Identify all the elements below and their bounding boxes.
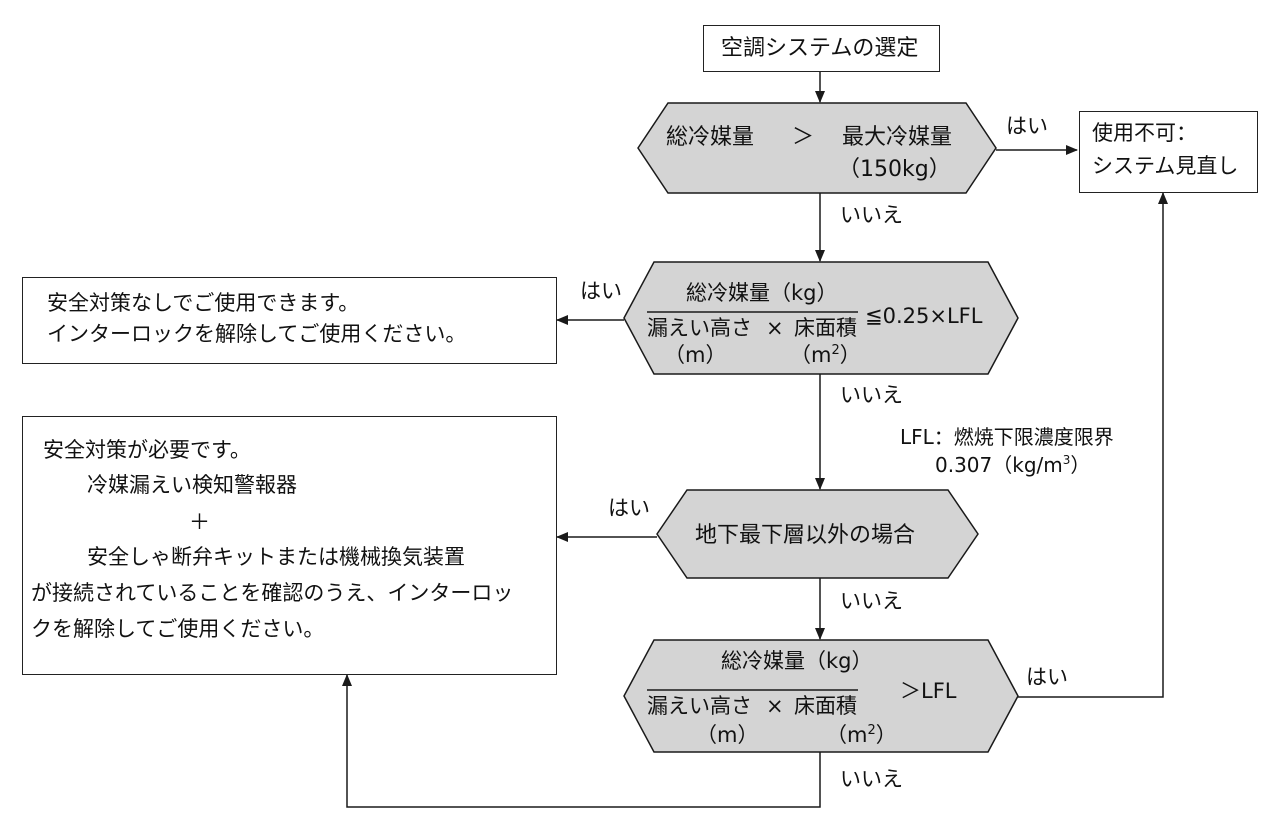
d2-numerator: 総冷媒量（kg） [686, 281, 838, 305]
d4-unit-left: （m） [696, 723, 758, 747]
label-no-d2: いいえ [840, 383, 903, 407]
decision-density-check [623, 261, 1019, 375]
d4-denominator-right: 床面積 [794, 694, 857, 718]
lfl-note-line2: 0.307（kg/m3） [935, 453, 1090, 477]
result-unusable-line1: 使用不可： [1092, 121, 1197, 145]
d2-unit-left: （m） [664, 343, 726, 367]
result-measures-line2: 冷媒漏えい検知警報器 [87, 473, 297, 497]
label-no-d4: いいえ [840, 767, 903, 791]
d1-left-term: 総冷媒量 [666, 125, 754, 150]
decision-lfl-check [623, 639, 1019, 753]
result-measures-box: 安全対策が必要です。 冷媒漏えい検知警報器 ＋ 安全しゃ断弁キットまたは機械換気… [22, 416, 557, 675]
result-measures-line4: 安全しゃ断弁キットまたは機械換気装置 [87, 545, 465, 569]
d1-operator: ＞ [792, 125, 814, 150]
result-measures-line1: 安全対策が必要です。 [43, 438, 251, 462]
label-yes-d1: はい [1006, 114, 1048, 138]
label-no-d1: いいえ [840, 203, 903, 227]
d2-denominator-right: 床面積 [794, 316, 857, 340]
label-yes-d3: はい [608, 496, 650, 520]
decision-total-vs-max [637, 102, 997, 194]
d2-times: × [766, 316, 784, 340]
decision-basement-check [656, 489, 979, 579]
d2-unit-right: （m2） [790, 343, 861, 367]
arrow-d4-yes-to-unusable [1018, 192, 1168, 698]
d4-numerator: 総冷媒量（kg） [721, 649, 873, 673]
result-safe-line2: インターロックを解除してご使用ください。 [47, 322, 467, 346]
label-yes-d2: はい [580, 279, 622, 303]
d3-label: 地下最下層以外の場合 [695, 523, 915, 548]
label-no-d3: いいえ [840, 589, 903, 613]
arrow-d4-no-to-measures [342, 674, 821, 808]
result-unusable-box: 使用不可： システム見直し [1079, 111, 1258, 193]
result-measures-line6: クを解除してご使用ください。 [31, 617, 325, 641]
d4-rhs: ＞LFL [900, 679, 957, 703]
result-safe-box: 安全対策なしでご使用できます。 インターロックを解除してご使用ください。 [22, 277, 557, 364]
d4-unit-right: （m2） [826, 723, 897, 747]
start-box: 空調システムの選定 [703, 25, 940, 72]
result-safe-line1: 安全対策なしでご使用できます。 [47, 291, 360, 315]
result-measures-line3: ＋ [189, 510, 210, 534]
lfl-note-line1: LFL：燃焼下限濃度限界 [900, 425, 1114, 449]
d1-right-sub: （150kg） [838, 157, 951, 182]
result-measures-line5: が接続されていることを確認のうえ、インターロッ [31, 581, 514, 605]
d4-times: × [766, 694, 784, 718]
d2-denominator-left: 漏えい高さ [647, 316, 752, 340]
start-label: 空調システムの選定 [721, 36, 919, 61]
d4-denominator-left: 漏えい高さ [647, 694, 752, 718]
result-unusable-line2: システム見直し [1092, 154, 1239, 178]
d1-right-term: 最大冷媒量 [842, 125, 952, 150]
label-yes-d4: はい [1026, 665, 1068, 689]
d2-rhs: ≦0.25×LFL [865, 304, 983, 328]
